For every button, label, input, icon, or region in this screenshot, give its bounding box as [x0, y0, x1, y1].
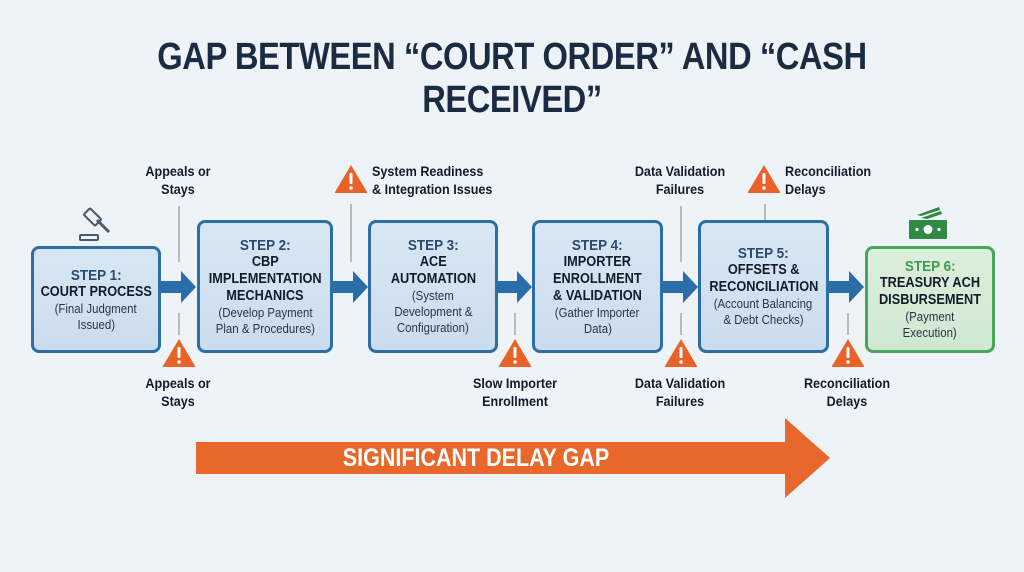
step-1-box: STEP 1: COURT PROCESS (Final Judgment Is…: [31, 246, 161, 353]
risk-note-top-3: Data Validation Failures: [626, 162, 734, 198]
step-title: MECHANICS: [226, 287, 304, 304]
connector-arrow-1-2: [161, 271, 196, 303]
step-desc: (Payment: [905, 309, 955, 324]
warning-icon: [498, 339, 532, 367]
risk-note-bottom-4: Reconciliation Delays: [793, 374, 901, 410]
step-desc: Development &: [393, 304, 473, 319]
risk-text: Stays: [161, 393, 195, 409]
step-desc: Plan & Procedures): [215, 320, 315, 336]
connector-arrow-3-4: [497, 271, 532, 303]
warning-icon: [664, 339, 698, 367]
risk-text: Delays: [785, 181, 826, 197]
warning-icon: [162, 339, 196, 367]
connector-arrow-4-5: [663, 271, 698, 303]
money-icon: [909, 207, 947, 239]
step-desc: (Account Balancing: [714, 296, 813, 311]
risk-text: Stays: [161, 181, 195, 197]
risk-text: Slow Importer: [472, 375, 558, 391]
risk-text: Enrollment: [482, 393, 548, 409]
risk-note-bottom-3: Data Validation Failures: [626, 374, 734, 410]
step-title: CBP: [251, 253, 279, 270]
step-title: COURT PROCESS: [40, 283, 152, 300]
connector-arrow-2-3: [333, 271, 368, 303]
warning-icon: [334, 165, 368, 193]
risk-note-bottom-1: Appeals or Stays: [133, 374, 223, 410]
risk-text: Reconciliation: [785, 163, 872, 179]
step-label: STEP 1:: [70, 266, 122, 284]
step-desc: (System: [412, 288, 454, 303]
risk-connector-line: [178, 206, 180, 262]
risk-connector-line: [680, 313, 682, 335]
step-desc: Execution): [902, 325, 958, 340]
risk-note-top-2: System Readiness & Integration Issues: [372, 162, 492, 198]
step-title: IMPORTER: [563, 253, 632, 270]
risk-text: Reconciliation: [803, 375, 891, 391]
connector-arrow-5-6: [829, 271, 864, 303]
risk-text: Appeals or: [145, 163, 211, 179]
step-6-box: STEP 6: TREASURY ACH DISBURSEMENT (Payme…: [865, 246, 995, 353]
warning-icon: [747, 165, 781, 193]
warning-icon: [831, 339, 865, 367]
step-title: TREASURY ACH: [879, 275, 981, 291]
step-desc: Data): [583, 320, 612, 336]
step-desc: (Final Judgment: [54, 300, 138, 316]
risk-text: Data Validation: [634, 375, 726, 391]
risk-text: System Readiness: [372, 163, 484, 179]
risk-note-top-4: Reconciliation Delays: [785, 162, 871, 198]
step-title: ENROLLMENT: [553, 270, 642, 287]
risk-connector-line: [847, 313, 849, 335]
step-desc: (Gather Importer: [555, 304, 640, 320]
step-4-box: STEP 4: IMPORTER ENROLLMENT & VALIDATION…: [532, 220, 663, 353]
gavel-icon: [79, 207, 111, 241]
risk-connector-line: [514, 313, 516, 335]
risk-text: Data Validation: [634, 163, 726, 179]
risk-connector-line: [178, 313, 180, 335]
step-label: STEP 2:: [239, 236, 291, 254]
step-title: ACE: [419, 254, 447, 270]
step-3-box: STEP 3: ACE AUTOMATION (System Developme…: [368, 220, 498, 353]
step-title: OFFSETS &: [727, 262, 800, 278]
step-5-box: STEP 5: OFFSETS & RECONCILIATION (Accoun…: [698, 220, 829, 353]
risk-text: Failures: [655, 181, 705, 197]
risk-text: Delays: [826, 393, 868, 409]
step-title: & VALIDATION: [553, 287, 642, 304]
diagram-title: GAP BETWEEN “COURT ORDER” AND “CASH RECE…: [157, 36, 867, 121]
step-label: STEP 5:: [738, 245, 789, 262]
risk-text: Appeals or: [145, 375, 211, 391]
step-title: DISBURSEMENT: [878, 292, 982, 308]
risk-note-bottom-2: Slow Importer Enrollment: [461, 374, 569, 410]
risk-text: & Integration Issues: [372, 181, 493, 197]
step-title: IMPLEMENTATION: [208, 270, 322, 287]
step-title: AUTOMATION: [390, 271, 476, 287]
risk-connector-line: [680, 206, 682, 262]
risk-note-top-1: Appeals or Stays: [133, 162, 223, 198]
delay-gap-arrow: [196, 418, 830, 498]
step-2-box: STEP 2: CBP IMPLEMENTATION MECHANICS (De…: [197, 220, 333, 353]
step-label: STEP 4:: [572, 236, 623, 254]
step-label: STEP 6:: [904, 258, 956, 275]
step-desc: & Debt Checks): [723, 312, 804, 327]
delay-gap-label: SIGNIFICANT DELAY GAP: [342, 444, 610, 472]
risk-connector-line: [764, 204, 766, 220]
step-desc: Issued): [77, 316, 115, 332]
risk-text: Failures: [655, 393, 705, 409]
step-label: STEP 3:: [407, 237, 459, 254]
step-desc: (Develop Payment: [217, 304, 313, 320]
step-title: RECONCILIATION: [709, 279, 818, 295]
risk-connector-line: [350, 204, 352, 262]
step-desc: Configuration): [397, 320, 469, 335]
